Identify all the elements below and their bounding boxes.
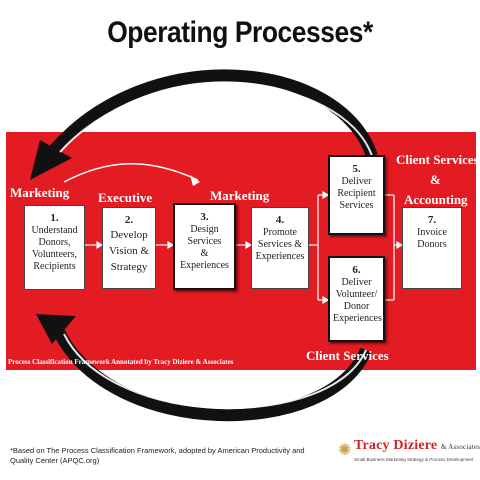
logo-suffix: & Associates, LLC bbox=[441, 443, 480, 451]
box-line: Services bbox=[187, 236, 222, 247]
box-number: 7. bbox=[427, 214, 437, 226]
label-client-services-top-3: Accounting bbox=[404, 192, 468, 207]
company-logo: ✺ Tracy Diziere & Associates, LLC Small … bbox=[338, 438, 480, 468]
box-line: Recipients bbox=[33, 261, 76, 272]
curved-link-arrow bbox=[63, 163, 199, 183]
box-line: Services & bbox=[257, 239, 303, 250]
process-box-3: 3. Design Services & Experiences bbox=[173, 203, 236, 290]
box-line: Vision & bbox=[109, 245, 149, 257]
box-number: 2. bbox=[124, 214, 134, 226]
star-seal-icon: ✺ bbox=[338, 442, 352, 459]
label-client-services-top-2: & bbox=[430, 172, 441, 187]
box-line: Understand bbox=[31, 225, 78, 236]
page-title: Operating Processes* bbox=[107, 16, 373, 49]
bottom-cycle-arrowhead bbox=[36, 314, 76, 344]
box-line: Deliver bbox=[341, 277, 372, 288]
box-number: 1. bbox=[50, 212, 59, 224]
label-client-services-top-1: Client Services bbox=[396, 152, 479, 167]
box-number: 5. bbox=[352, 163, 361, 175]
box-line: Donors bbox=[417, 239, 447, 250]
box-number: 4. bbox=[275, 214, 285, 226]
box-line: Promote bbox=[263, 227, 297, 238]
box-line: Invoice bbox=[417, 227, 447, 238]
framework-credit: Process Classification Framework Annotat… bbox=[8, 358, 234, 366]
box-line: Experiences bbox=[180, 260, 229, 271]
box-line: Volunteer/ bbox=[335, 289, 378, 300]
box-number: 3. bbox=[200, 211, 209, 223]
logo-name: Tracy Diziere & Associates, LLC bbox=[354, 438, 480, 454]
box-line: Deliver bbox=[341, 176, 372, 187]
box-line: Strategy bbox=[110, 261, 148, 273]
bottom-cycle-arrow bbox=[52, 327, 372, 422]
label-executive: Executive bbox=[98, 190, 153, 205]
process-box-5: 5. Deliver Recipient Services bbox=[328, 155, 385, 235]
box-number: 6. bbox=[352, 264, 361, 276]
footnote: *Based on The Process Classification Fra… bbox=[10, 446, 305, 465]
logo-tagline: Small Business Marketing Strategy & Proc… bbox=[354, 457, 474, 462]
box-line: Donor bbox=[343, 301, 370, 312]
box-line: & bbox=[200, 248, 209, 259]
box-line: Experiences bbox=[333, 313, 382, 324]
curved-link-arrowhead bbox=[190, 175, 200, 186]
label-client-services-bottom: Client Services bbox=[306, 348, 389, 363]
process-box-1: 1. Understand Donors, Volunteers, Recipi… bbox=[24, 205, 85, 290]
process-box-2: 2. Develop Vision & Strategy bbox=[102, 207, 156, 289]
box-line: Recipient bbox=[337, 188, 376, 199]
box-line: Design bbox=[190, 224, 219, 235]
process-box-6: 6. Deliver Volunteer/ Donor Experiences bbox=[328, 256, 385, 342]
logo-name-text: Tracy Diziere bbox=[354, 438, 438, 453]
process-box-4: 4. Promote Services & Experiences bbox=[251, 207, 309, 289]
box-line: Develop bbox=[110, 229, 148, 241]
top-cycle-arrow bbox=[49, 69, 378, 159]
box-line: Services bbox=[339, 200, 374, 211]
process-box-7: 7. Invoice Donors bbox=[402, 207, 462, 289]
box-line: Volunteers, bbox=[31, 249, 78, 260]
label-marketing-left: Marketing bbox=[10, 185, 70, 200]
box-line: Experiences bbox=[255, 251, 305, 262]
top-cycle-arrowhead bbox=[30, 140, 72, 180]
box-line: Donors, bbox=[38, 237, 71, 248]
label-marketing-mid: Marketing bbox=[210, 188, 270, 203]
